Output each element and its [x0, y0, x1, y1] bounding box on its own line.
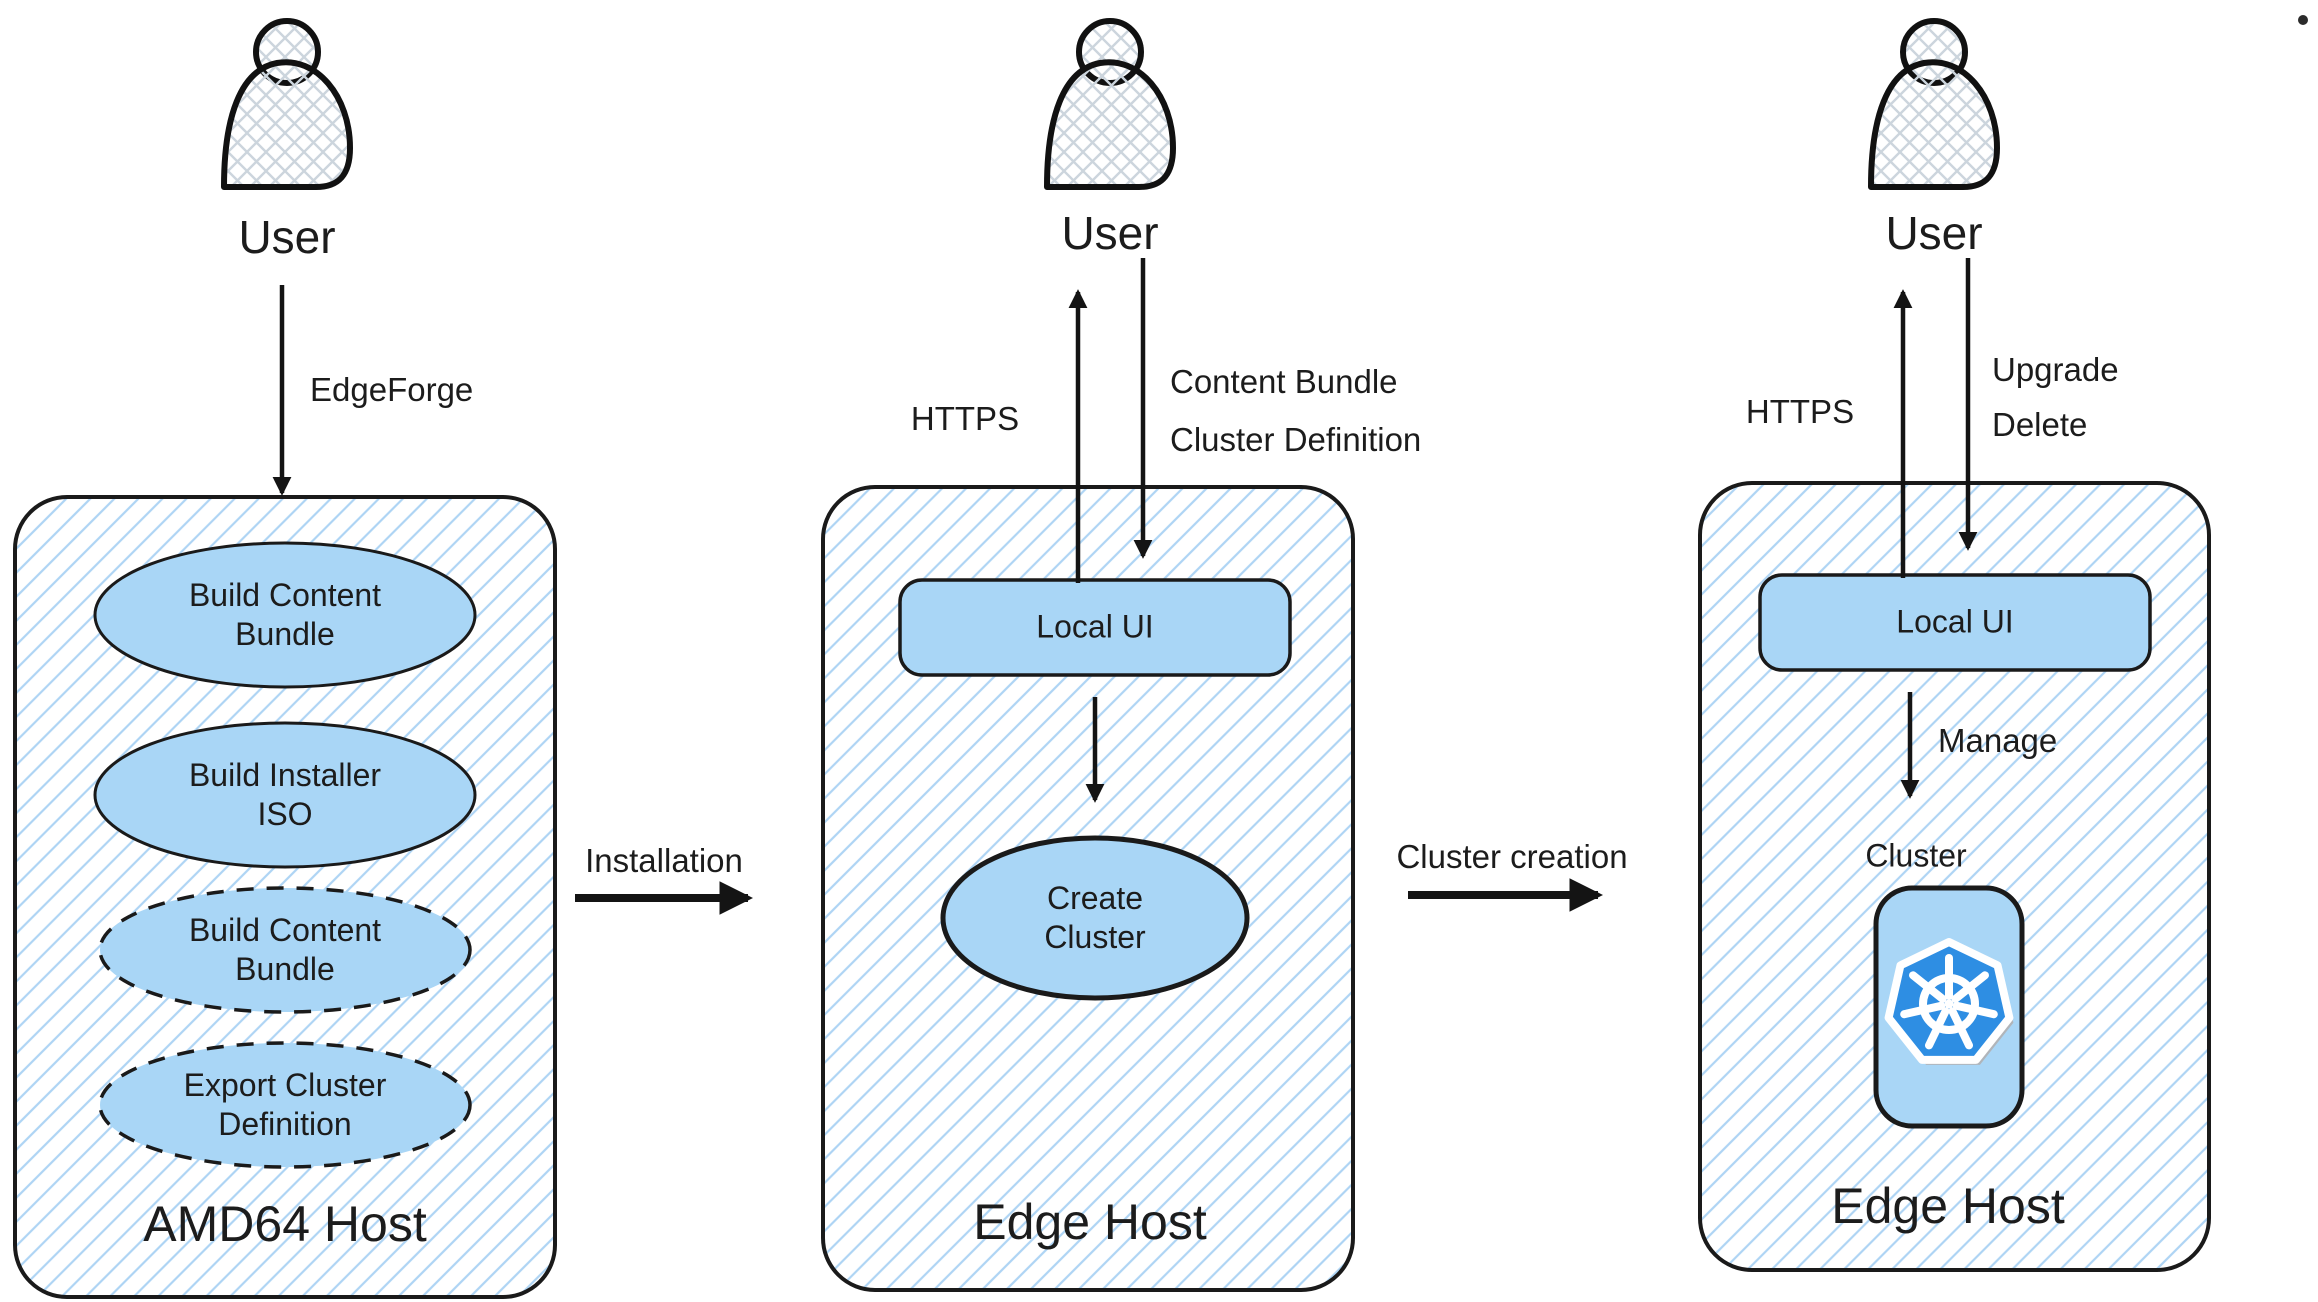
export-cluster-definition-label: Export Cluster Definition — [184, 1066, 387, 1144]
edgeforge-arrow-label: EdgeForge — [310, 371, 474, 408]
node-label-line: Cluster — [1044, 919, 1146, 955]
manage-arrow-label: Manage — [1938, 722, 2058, 759]
user-label-left: User — [238, 211, 336, 263]
delete-label: Delete — [1992, 406, 2088, 443]
node-label-line: Bundle — [235, 616, 335, 652]
user-icon-middle — [1044, 18, 1176, 190]
https-label-right: HTTPS — [1745, 393, 1855, 430]
user-label-right: User — [1885, 207, 1983, 259]
stray-dot — [2298, 15, 2308, 25]
cluster-definition-label: Cluster Definition — [1170, 421, 1422, 458]
local-ui-node-middle — [898, 578, 1292, 677]
node-label-line: Definition — [218, 1106, 352, 1142]
node-label-line: Build Installer — [188, 756, 382, 793]
kubernetes-wheel-icon — [1884, 938, 2014, 1065]
user-icon-right — [1868, 18, 2000, 190]
create-cluster-node — [940, 835, 1250, 1001]
edge-host-container-right — [1698, 481, 2211, 1272]
build-content-bundle-dashed-node — [98, 886, 472, 1014]
node-label-line: Bundle — [235, 951, 335, 987]
https-label-middle: HTTPS — [910, 400, 1020, 437]
edge-host-label-middle: Edge Host — [973, 1194, 1207, 1250]
cluster-creation-arrow-label: Cluster creation — [1396, 838, 1628, 875]
build-installer-iso-node — [93, 721, 477, 869]
user-label-middle: User — [1061, 207, 1159, 259]
local-ui-node-right — [1758, 573, 2152, 672]
node-label-line: Build Content — [188, 576, 382, 613]
cluster-label: Cluster — [1865, 837, 1967, 874]
export-cluster-definition-dashed-node — [98, 1041, 472, 1169]
amd64-host-label: AMD64 Host — [143, 1196, 427, 1252]
build-content-bundle-dashed-label: Build Content Bundle — [189, 911, 381, 989]
installation-arrow-label: Installation — [585, 842, 743, 879]
build-content-bundle-label: Build Content Bundle — [189, 576, 381, 654]
upgrade-label: Upgrade — [1992, 351, 2119, 388]
build-content-bundle-node — [93, 541, 477, 689]
user-icon-left — [221, 18, 353, 190]
node-label-line: ISO — [257, 796, 313, 832]
node-label-line: Create — [1046, 879, 1144, 916]
content-bundle-label: Content Bundle — [1170, 363, 1398, 400]
local-ui-label-middle: Local UI — [1036, 608, 1154, 645]
build-installer-iso-label: Build Installer ISO — [189, 756, 381, 834]
edge-host-label-right: Edge Host — [1831, 1178, 2065, 1234]
node-label-line: Build Content — [188, 911, 382, 948]
node-label-line: Export Cluster — [183, 1066, 387, 1103]
create-cluster-label: Create Cluster — [1044, 879, 1145, 957]
local-ui-label-right: Local UI — [1896, 603, 2014, 640]
